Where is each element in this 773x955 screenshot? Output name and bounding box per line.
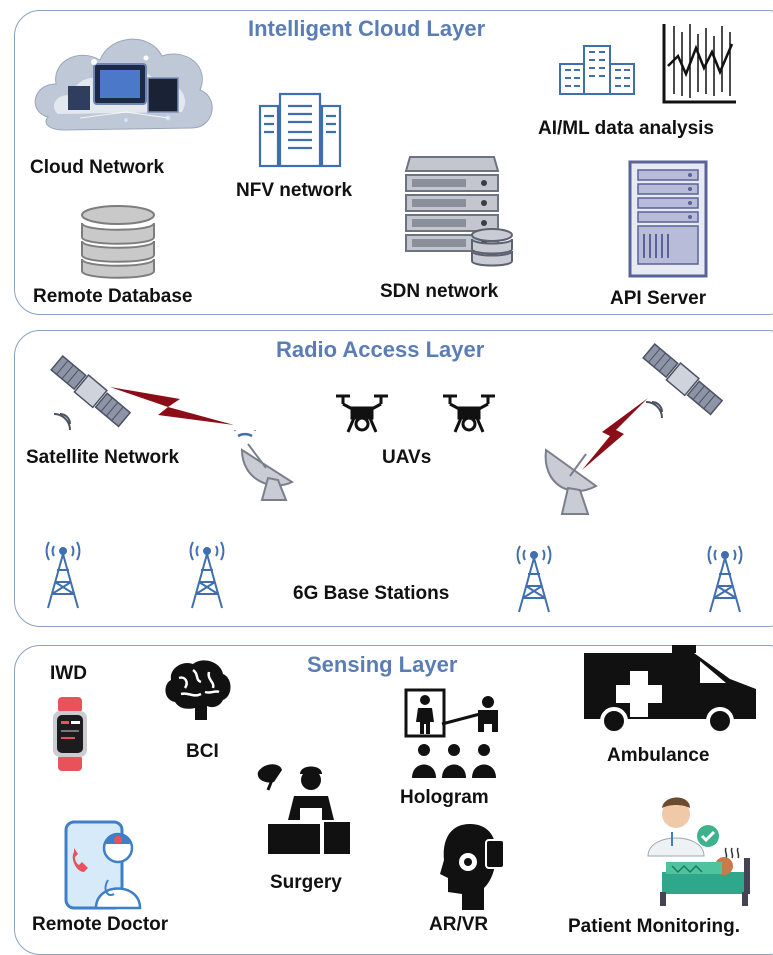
smartwatch-icon <box>52 697 88 771</box>
cloud-layer-title: Intelligent Cloud Layer <box>248 16 486 41</box>
iwd-label: IWD <box>50 663 87 684</box>
base-station-tower-3-icon <box>511 538 557 614</box>
chart-icon <box>660 22 738 106</box>
radio-layer-title: Radio Access Layer <box>276 337 485 362</box>
satellite-network-label: Satellite Network <box>26 447 180 468</box>
remote-doctor-phone-icon <box>64 818 156 910</box>
base-station-tower-2-icon <box>184 534 230 610</box>
bci-label: BCI <box>186 741 219 762</box>
uavs-label: UAVs <box>382 447 432 468</box>
satellite-dish-right-icon <box>540 440 606 516</box>
remote-database-label: Remote Database <box>33 286 193 307</box>
uav-drone-2-icon <box>441 392 497 434</box>
hologram-presentation-icon <box>404 688 504 780</box>
patient-monitoring-icon <box>632 792 756 908</box>
lightning-left-icon <box>110 385 236 429</box>
database-icon <box>80 203 156 279</box>
surgery-label: Surgery <box>270 872 342 893</box>
nfv-server-icon <box>258 92 342 168</box>
ar-vr-headset-icon <box>440 822 506 912</box>
remote-doctor-label: Remote Doctor <box>32 914 169 935</box>
ar-vr-label: AR/VR <box>429 914 489 935</box>
cloud-network-label: Cloud Network <box>30 157 165 178</box>
satellite-dish-left-icon <box>232 430 298 502</box>
satellite-right-icon <box>640 340 724 420</box>
sdn-server-icon <box>404 153 516 273</box>
cloud-network-icon <box>28 22 218 154</box>
satellite-left-icon <box>48 352 132 432</box>
brain-icon <box>161 658 233 722</box>
nfv-network-label: NFV network <box>236 180 353 201</box>
surgery-icon <box>254 760 352 856</box>
hologram-label: Hologram <box>400 787 489 808</box>
uav-drone-1-icon <box>334 392 390 434</box>
sensing-layer-title: Sensing Layer <box>307 652 458 677</box>
building-icon <box>558 44 636 96</box>
api-server-label: API Server <box>610 288 707 309</box>
api-server-icon <box>628 160 708 278</box>
base-station-tower-4-icon <box>702 538 748 614</box>
ai-ml-label: AI/ML data analysis <box>538 118 714 139</box>
base-station-tower-1-icon <box>40 534 86 610</box>
patient-monitoring-label: Patient Monitoring. <box>568 916 741 937</box>
radio-layer-panel <box>14 330 773 627</box>
ambulance-label: Ambulance <box>607 745 710 766</box>
ambulance-icon <box>580 645 758 735</box>
base-stations-label: 6G Base Stations <box>293 583 450 604</box>
sdn-network-label: SDN network <box>380 281 499 302</box>
lightning-right-icon <box>580 396 650 472</box>
